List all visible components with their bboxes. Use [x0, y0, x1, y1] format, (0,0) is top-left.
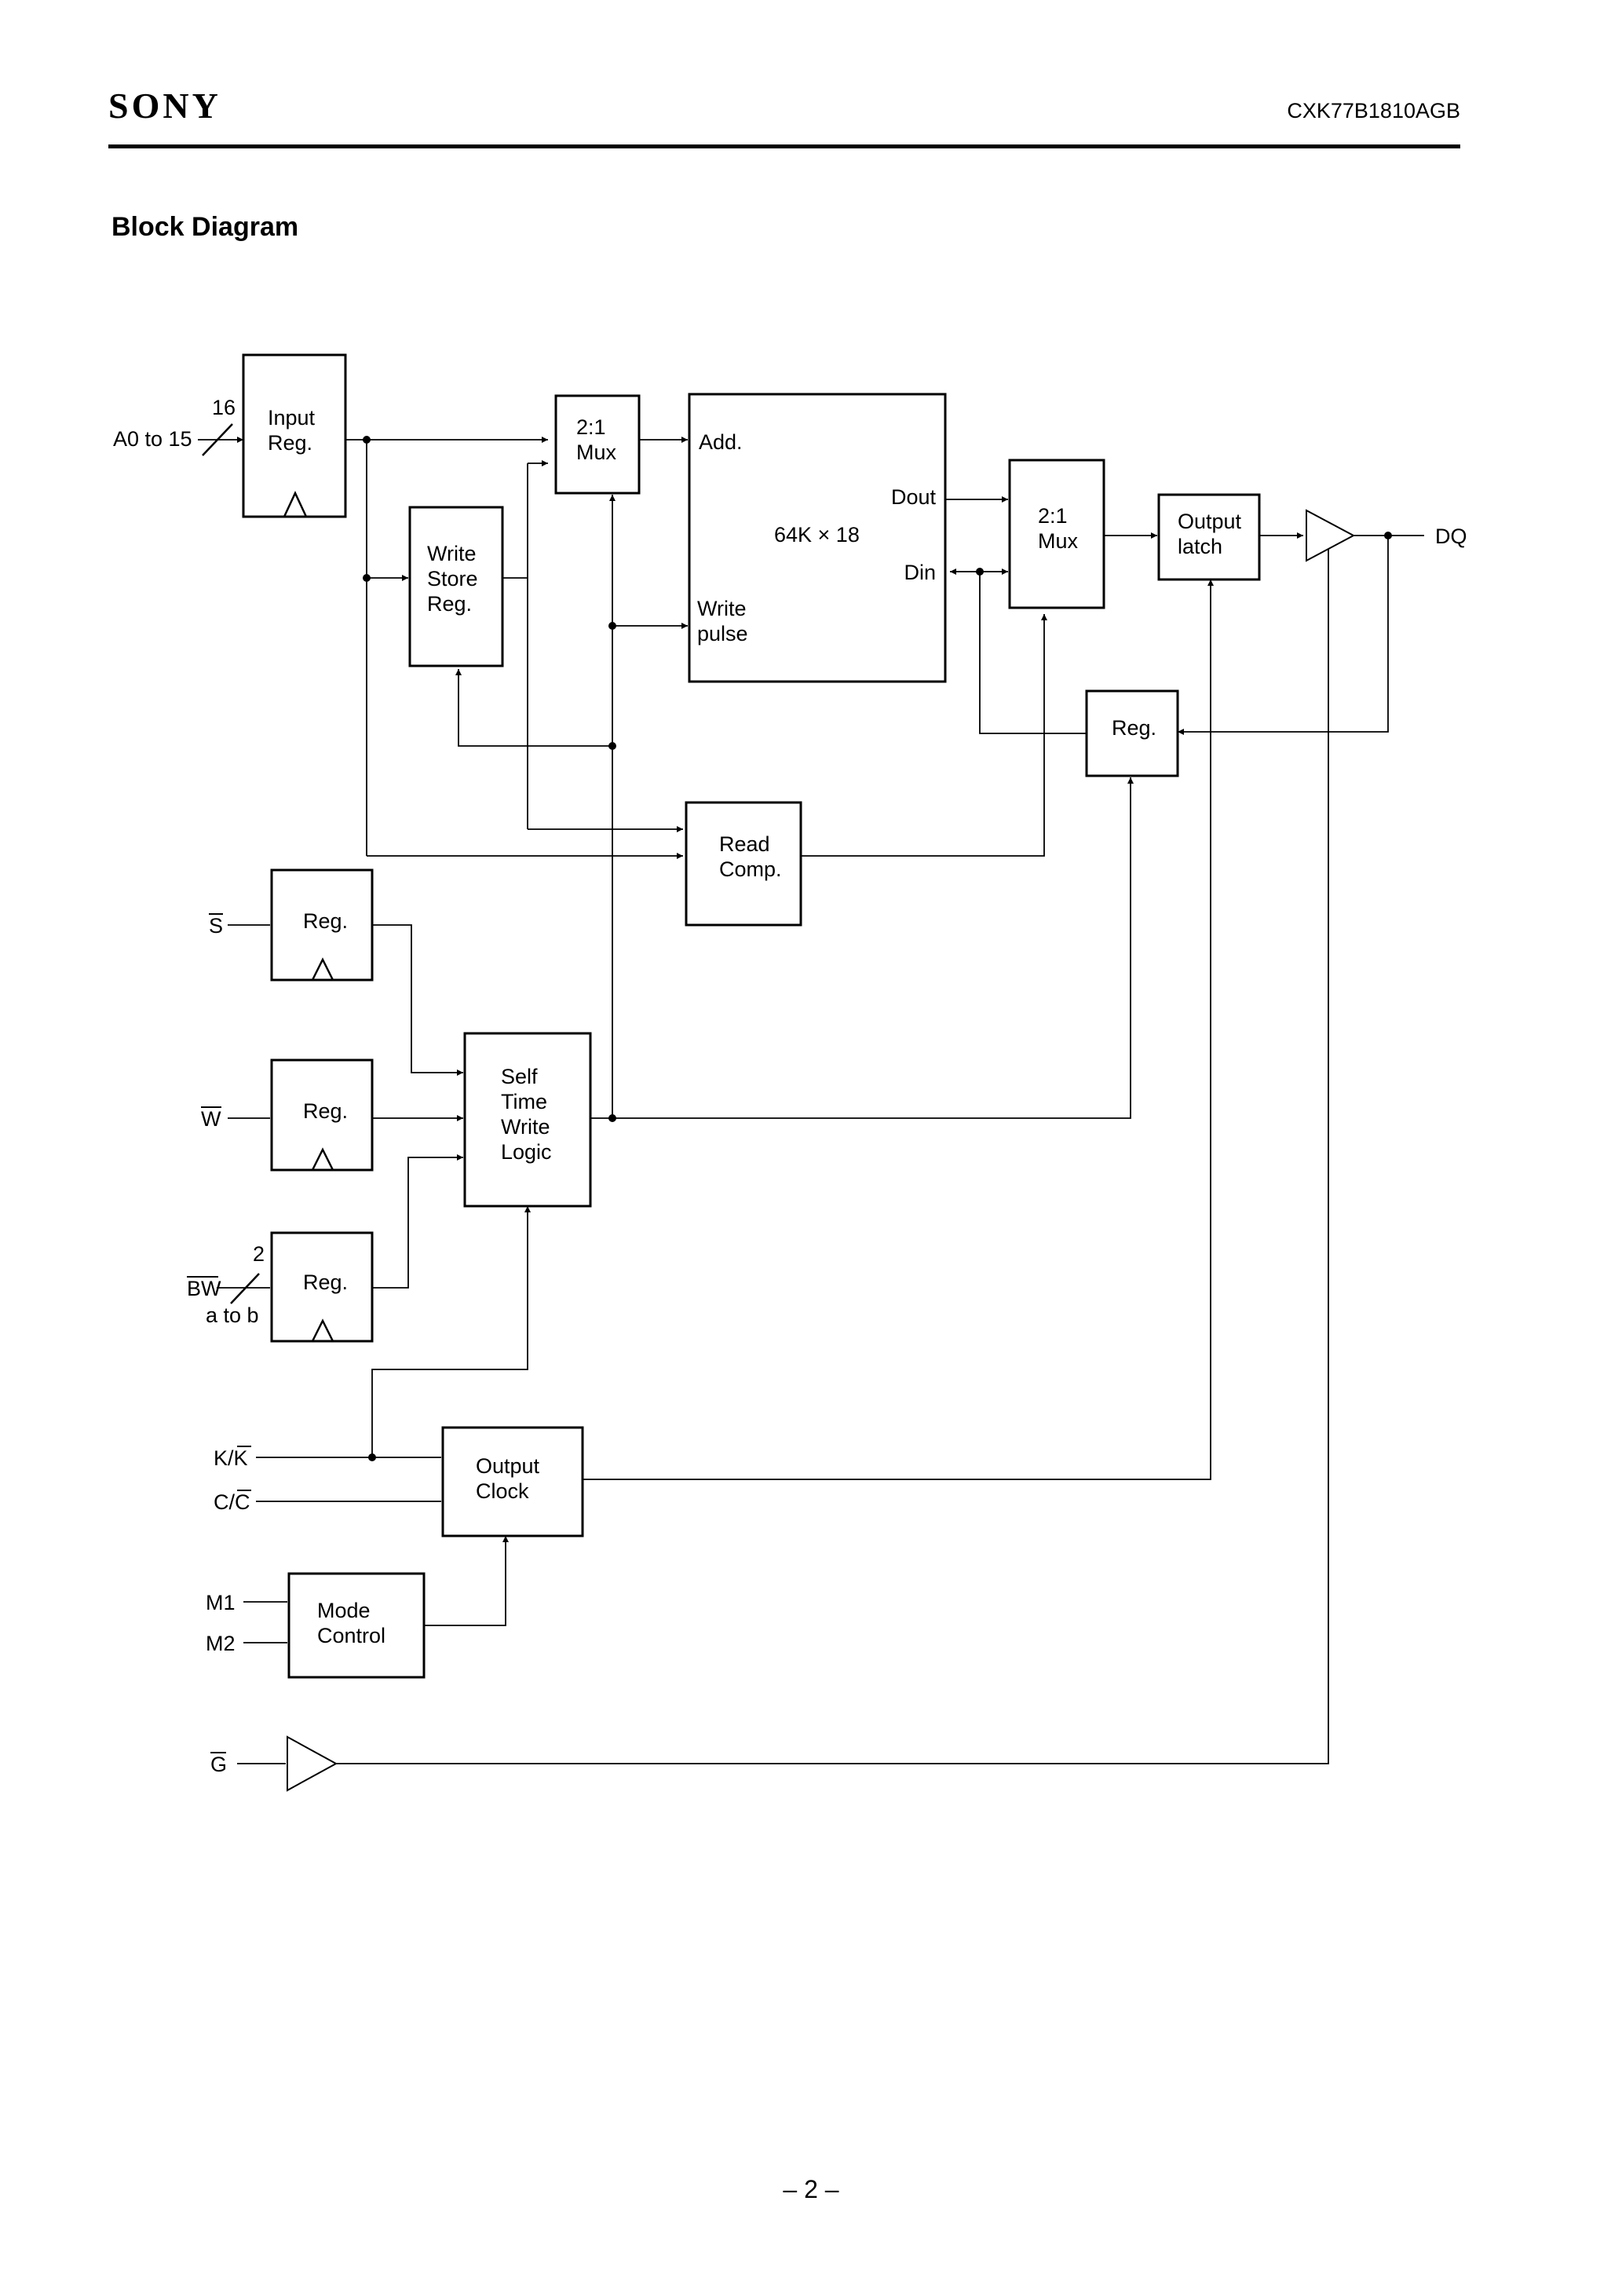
address-width-label: 16 [212, 396, 236, 419]
svg-text:Reg.: Reg. [303, 1099, 348, 1123]
reg-bw-block: Reg. [270, 1231, 374, 1343]
part-number: CXK77B1810AGB [1287, 99, 1460, 122]
svg-text:Reg.: Reg. [303, 1270, 348, 1294]
memory-array-block: Add. 64K × 18 Dout Din Write pulse [688, 393, 947, 683]
w-input-label: W [201, 1107, 221, 1131]
bw-sub-label: a to b [206, 1303, 259, 1327]
svg-text:Mux: Mux [1038, 529, 1079, 553]
k-input-label: K/K [214, 1446, 248, 1470]
input-reg-label: Input [268, 406, 316, 430]
page-number: – 2 – [783, 2175, 839, 2203]
sony-logo: SONY [108, 86, 221, 126]
output-clock-block: Output Clock [441, 1426, 584, 1537]
s-input-label: S [209, 914, 223, 938]
mem-dout-label: Dout [891, 485, 937, 509]
svg-text:latch: latch [1178, 535, 1222, 558]
svg-text:Store: Store [427, 567, 478, 590]
output-buffer [1306, 509, 1356, 562]
svg-text:Logic: Logic [501, 1140, 552, 1164]
mem-add-label: Add. [699, 430, 743, 454]
svg-text:Comp.: Comp. [719, 857, 782, 881]
mux-b-block: 2:1 Mux [1008, 459, 1105, 609]
svg-text:pulse: pulse [697, 622, 748, 645]
svg-text:Time: Time [501, 1090, 547, 1113]
svg-text:2:1: 2:1 [576, 415, 606, 439]
m2-input-label: M2 [206, 1632, 236, 1655]
mux-a-block: 2:1 Mux [554, 394, 641, 495]
reg-s-block: Reg. [270, 868, 374, 982]
junction-dots [363, 436, 1392, 1461]
address-input-label: A0 to 15 [113, 427, 192, 451]
input-reg-block: Input Reg. [242, 353, 347, 518]
output-latch-block: Output latch [1157, 493, 1261, 581]
mem-din-label: Din [904, 561, 936, 584]
svg-text:Reg.: Reg. [303, 909, 348, 933]
svg-text:Mux: Mux [576, 441, 617, 464]
svg-text:Self: Self [501, 1065, 538, 1088]
g-input-label: G [210, 1753, 227, 1776]
bw-width-label: 2 [253, 1242, 265, 1266]
wires [198, 423, 1424, 1764]
svg-text:Clock: Clock [476, 1479, 529, 1503]
section-title: Block Diagram [111, 212, 299, 242]
reg-dq-block: Reg. [1085, 689, 1179, 777]
c-input-label: C/C [214, 1490, 250, 1514]
svg-text:Write: Write [427, 542, 477, 565]
svg-text:Control: Control [317, 1624, 385, 1647]
input-labels: A0 to 15 16 S W BW a to b 2 K/K C/C M1 M… [113, 396, 265, 1776]
self-time-write-logic-block: Self Time Write Logic [463, 1032, 592, 1208]
svg-text:2:1: 2:1 [1038, 504, 1068, 528]
bw-input-label: BW [187, 1277, 221, 1300]
dq-label: DQ [1435, 525, 1467, 548]
memory-size-label: 64K × 18 [774, 523, 860, 547]
svg-text:Write: Write [697, 597, 747, 620]
svg-text:Output: Output [1178, 510, 1242, 533]
svg-text:Read: Read [719, 832, 770, 856]
reg-w-block: Reg. [270, 1058, 374, 1172]
mode-control-block: Mode Control [287, 1572, 426, 1679]
header-rule [108, 144, 1460, 148]
write-store-reg-block: Write Store Reg. [408, 506, 504, 667]
svg-text:Write: Write [501, 1115, 550, 1139]
input-reg-label-2: Reg. [268, 431, 312, 455]
m1-input-label: M1 [206, 1591, 236, 1614]
read-comp-block: Read Comp. [685, 801, 802, 927]
svg-text:Reg.: Reg. [427, 592, 472, 616]
svg-text:Mode: Mode [317, 1599, 371, 1622]
svg-text:Output: Output [476, 1454, 540, 1478]
g-input-buffer [287, 1735, 338, 1792]
svg-text:Reg.: Reg. [1112, 716, 1156, 740]
